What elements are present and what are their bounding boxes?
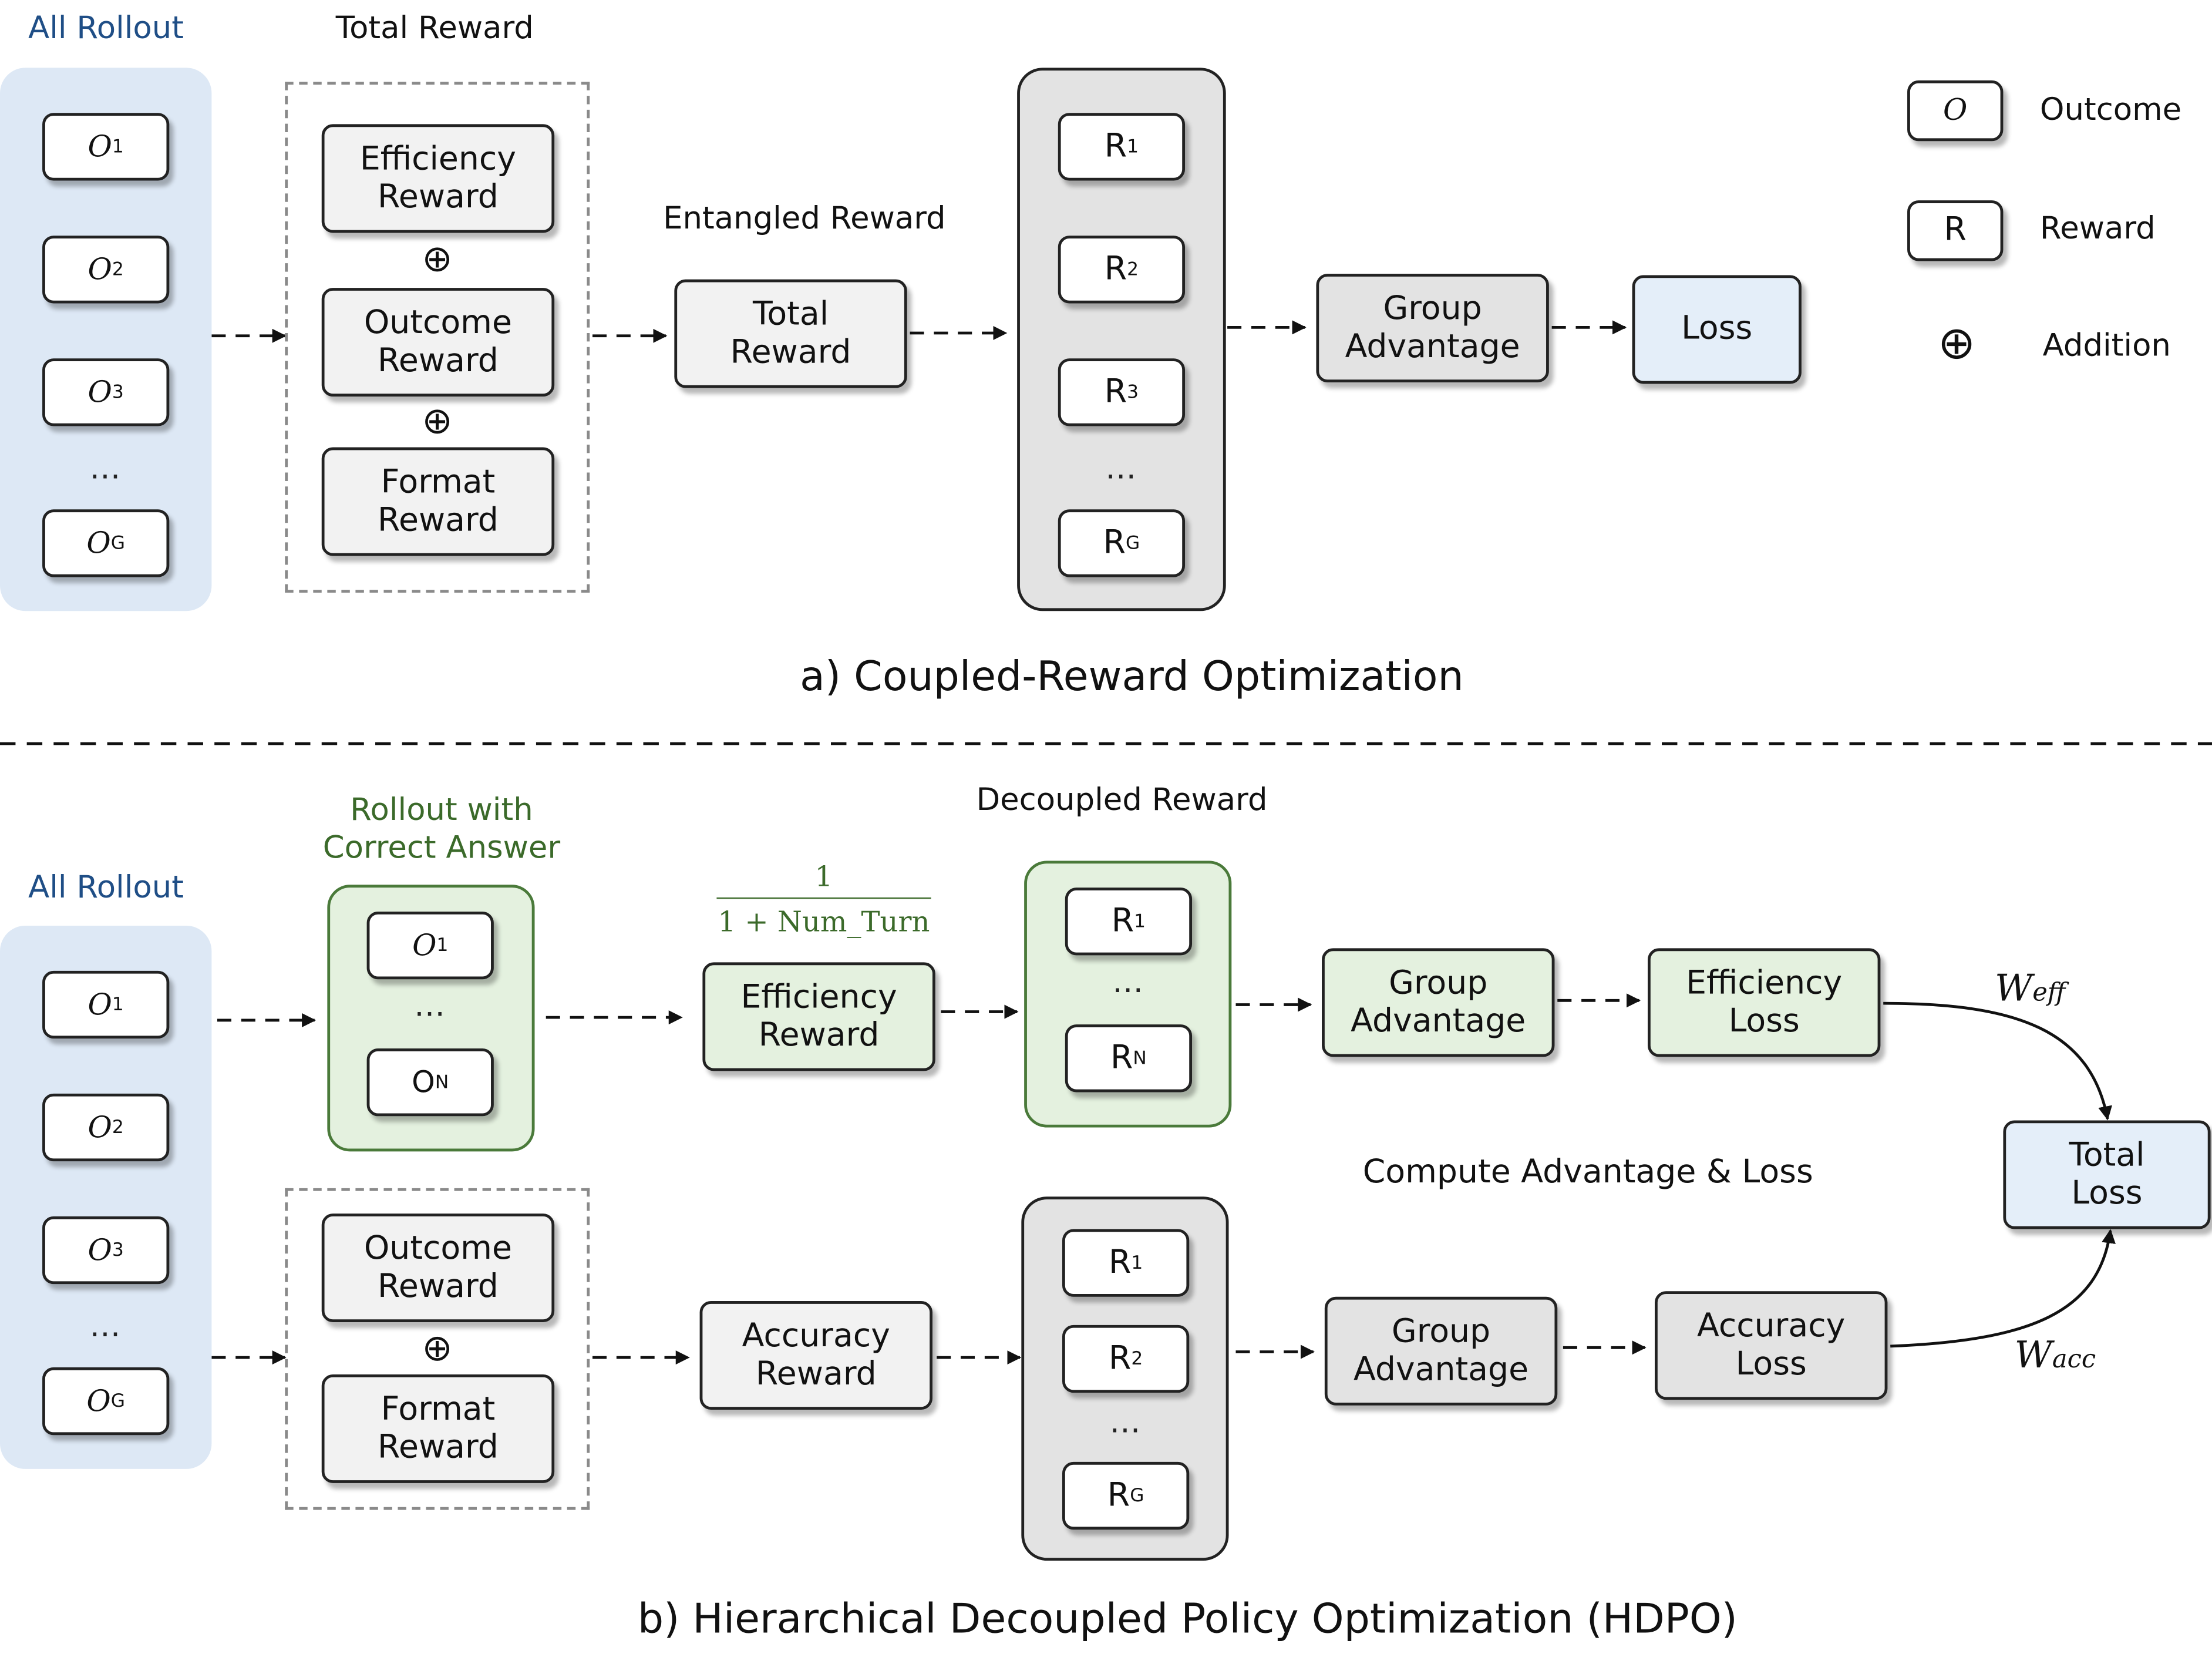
a-entangled-reward-title: Entangled Reward: [663, 201, 946, 237]
b-compute-title: Compute Advantage & Loss: [1362, 1154, 1813, 1191]
b-accuracy-components-group: [285, 1188, 590, 1510]
b-outcome-reward-node: Outcome Reward: [321, 1214, 555, 1323]
a-format-reward-node: Format Reward: [321, 447, 555, 556]
legend-outcome-symbol: O: [1907, 80, 2004, 142]
legend-addition-label: Addition: [2042, 328, 2171, 364]
a-oplus-1: ⊕: [422, 238, 453, 281]
b-weight-acc: Wacc: [2014, 1335, 2096, 1377]
a-efficiency-reward-node: Efficiency Reward: [321, 124, 555, 233]
a-reward-components-group: [285, 82, 590, 593]
b-acc-group-advantage-node: Group Advantage: [1324, 1296, 1558, 1406]
a-total-reward-title: Total Reward: [335, 11, 534, 47]
b-format-reward-node: Format Reward: [321, 1374, 555, 1483]
legend-addition-symbol: ⊕: [1937, 316, 1976, 370]
legend-reward-label: Reward: [2039, 211, 2156, 247]
a-total-reward-node: Total Reward: [674, 279, 907, 388]
b-accuracy-reward-node: Accuracy Reward: [699, 1301, 932, 1410]
legend-outcome-label: Outcome: [2039, 93, 2182, 129]
b-eff-group-advantage-node: Group Advantage: [1322, 948, 1555, 1057]
a-oplus-2: ⊕: [422, 401, 453, 443]
b-weight-eff: Weff: [1994, 968, 2066, 1011]
legend-reward-symbol: R: [1907, 200, 2004, 261]
a-all-rollout-title: All Rollout: [28, 11, 184, 47]
a-rollout-ellipsis: …: [89, 451, 122, 487]
formula-denominator: 1 + Num_Turn: [718, 904, 930, 939]
a-outcome-reward-node: Outcome Reward: [321, 288, 555, 397]
b-correct-rollout-ellipsis: …: [414, 989, 447, 1025]
b-all-rollout-title: All Rollout: [28, 870, 184, 906]
b-correct-rollout-title: Rollout with Correct Answer: [322, 793, 561, 867]
b-rollout-ellipsis: …: [89, 1309, 122, 1345]
b-efficiency-loss-node: Efficiency Loss: [1648, 948, 1881, 1057]
b-efficiency-reward-node: Efficiency Reward: [702, 962, 935, 1071]
a-loss-node: Loss: [1632, 275, 1802, 384]
b-caption: b) Hierarchical Decoupled Policy Optimiz…: [637, 1594, 1738, 1643]
a-reward-ellipsis: …: [1105, 451, 1138, 487]
b-efficiency-formula: 1 1 + Num_Turn: [716, 858, 931, 939]
b-oplus: ⊕: [422, 1327, 453, 1370]
b-eff-reward-ellipsis: …: [1112, 965, 1145, 1001]
curve-efficiency-loss-to-total: [1883, 1001, 2112, 1121]
b-accuracy-loss-node: Accuracy Loss: [1655, 1291, 1888, 1400]
b-acc-reward-ellipsis: …: [1109, 1405, 1142, 1441]
b-total-loss-node: Total Loss: [2003, 1120, 2211, 1229]
formula-bar: [716, 897, 931, 899]
formula-numerator: 1: [814, 859, 833, 893]
a-caption: a) Coupled-Reward Optimization: [800, 651, 1464, 700]
b-decoupled-reward-title: Decoupled Reward: [976, 783, 1268, 819]
a-group-advantage-node: Group Advantage: [1316, 274, 1549, 383]
curve-accuracy-loss-to-total: [1890, 1229, 2116, 1348]
